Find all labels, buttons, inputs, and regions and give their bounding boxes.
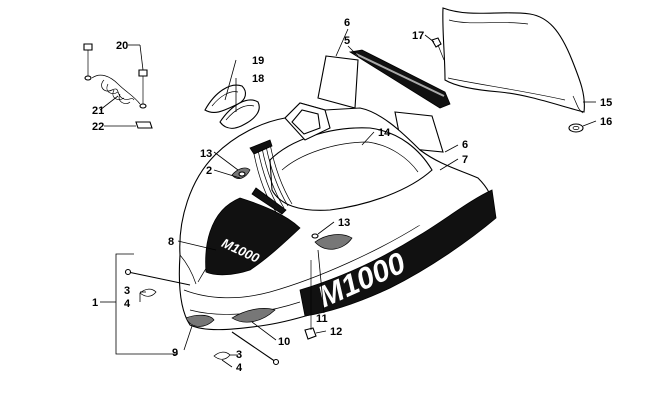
screen-panel-upper [317, 55, 359, 109]
callout-20: 20 [116, 40, 128, 52]
callout-4-lower: 4 [236, 362, 243, 374]
trim-strip-5 [348, 49, 451, 109]
callout-14: 14 [378, 127, 391, 139]
washer-16 [568, 123, 584, 133]
group-1-bracket [115, 253, 178, 355]
callout-15: 15 [600, 97, 612, 109]
spring-assembly [83, 43, 153, 129]
callout-5: 5 [344, 35, 350, 47]
windshield [442, 7, 585, 114]
hood-body [178, 102, 494, 331]
callout-11: 11 [316, 313, 328, 325]
leader-lines [99, 28, 597, 368]
callout-13-lower: 13 [338, 217, 350, 229]
callout-labels: 1 2 3 3 4 4 5 6 6 7 8 9 10 11 12 13 13 1… [92, 17, 612, 374]
callout-13-upper: 13 [200, 148, 212, 160]
callout-12: 12 [330, 326, 342, 338]
decal-left: M1000 [205, 197, 301, 276]
callout-6-lower: 6 [462, 139, 468, 151]
pin-set-upper [124, 268, 191, 297]
callout-7: 7 [462, 154, 468, 166]
callout-4-upper: 4 [124, 298, 131, 310]
callout-3-lower: 3 [236, 349, 242, 361]
callout-10: 10 [278, 336, 290, 348]
callout-8: 8 [168, 236, 174, 248]
callout-1: 1 [92, 297, 98, 309]
callout-21: 21 [92, 105, 104, 117]
screw-17 [431, 37, 445, 61]
screw-12 [304, 260, 317, 340]
vent-meshes [185, 167, 353, 327]
callout-16: 16 [600, 116, 612, 128]
callout-6-upper: 6 [344, 17, 350, 29]
callout-3-upper: 3 [124, 285, 130, 297]
callout-9: 9 [172, 347, 178, 359]
pin-set-lower [213, 331, 280, 366]
callout-19: 19 [252, 55, 264, 67]
callout-18: 18 [252, 73, 264, 85]
callout-2: 2 [206, 165, 212, 177]
vent-grille-18 [204, 84, 260, 129]
callout-17: 17 [412, 30, 424, 42]
callout-22: 22 [92, 121, 104, 133]
